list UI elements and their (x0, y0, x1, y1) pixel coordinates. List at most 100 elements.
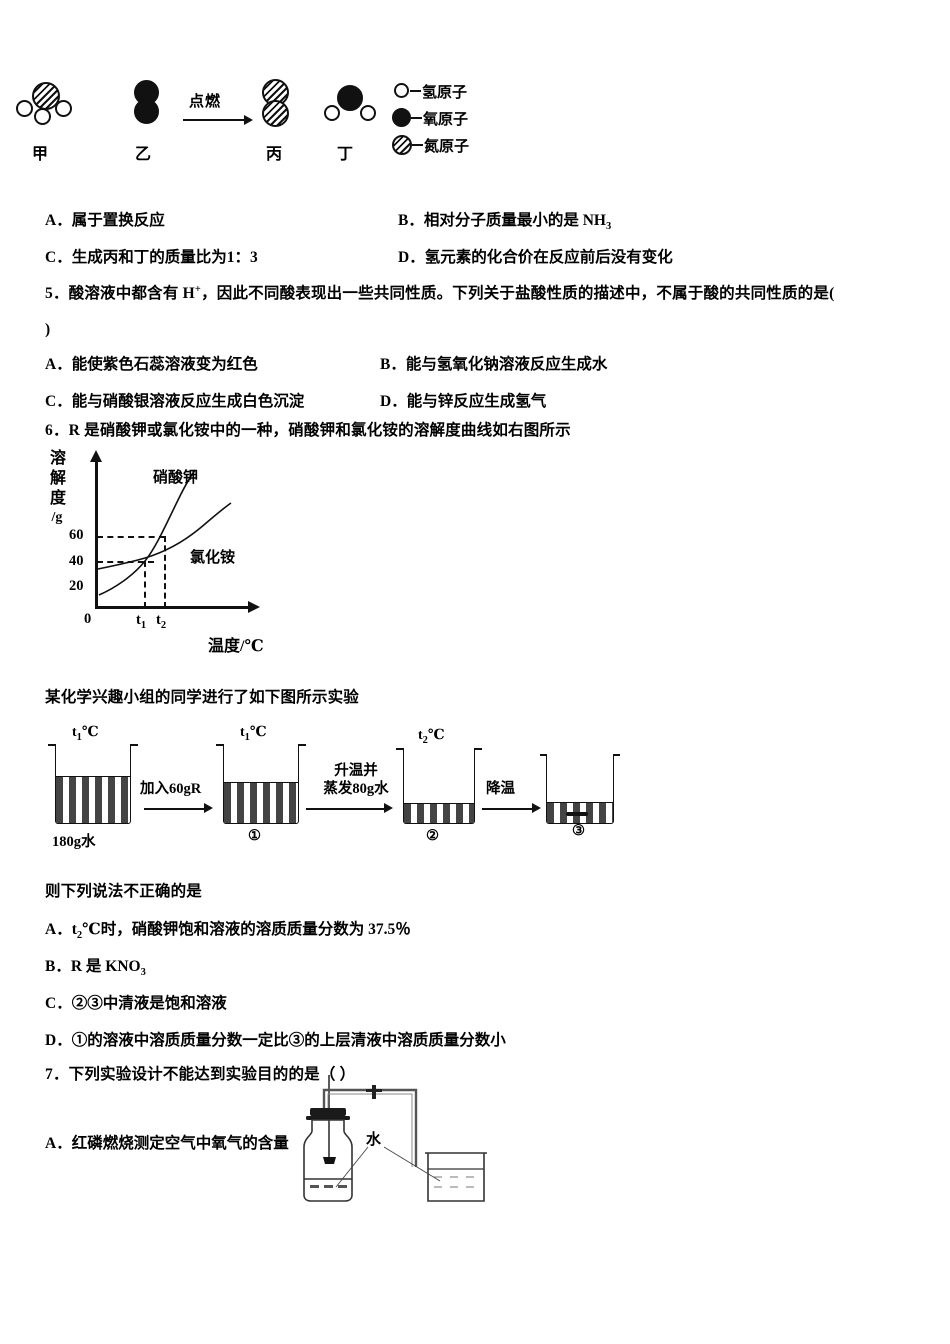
q5-stem-close: ) (45, 321, 51, 338)
bottle-water-dash (324, 1185, 333, 1188)
q5-stem-superscript: + (194, 284, 202, 295)
beaker-2-caption: ② (426, 828, 439, 844)
chart-ytick-60: 60 (69, 527, 84, 543)
q5-option-b-text: 能与氢氧化钠溶液反应生成水 (405, 356, 608, 373)
q6-experiment-intro: 某化学兴趣小组的同学进行了如下图所示实验 (45, 689, 360, 706)
beaker-3-caption: ③ (572, 823, 585, 839)
chart-curves (97, 469, 232, 596)
legend-dash (411, 117, 422, 119)
precipitate-solid (566, 812, 588, 816)
beaker-liquid (56, 776, 130, 823)
curve-ammonium-chloride (97, 502, 232, 570)
water-leader-right (383, 1146, 441, 1182)
beaker-liquid (224, 782, 298, 823)
q5-option-c-key: C． (45, 393, 72, 410)
curve-label-ammonium-chloride: 氯化铵 (190, 550, 236, 566)
q7-stem: 7．下列实验设计不能达到实验目的的是（ ） (45, 1063, 355, 1086)
chart-x-axis-arrow (248, 601, 260, 613)
q6-option-b: B．R 是 KNO3 (45, 954, 146, 978)
q6-option-c-key: C． (45, 995, 72, 1012)
legend-label-nitrogen: 氮原子 (424, 139, 470, 155)
q7-stem-text: 下列实验设计不能达到实验目的的是（ ） (68, 1066, 356, 1083)
beaker-start-caption: 180g水 (52, 834, 96, 850)
solubility-curve-chart: 溶 解 度 /g 60 40 20 0 硝酸钾 氯化铵 t1 t2 (48, 448, 348, 663)
temp-unit: ℃ (427, 728, 445, 743)
molecule-ding (320, 78, 390, 138)
step-arrow-head (532, 803, 541, 813)
combustion-spoon-bowl (323, 1157, 336, 1164)
water-label: 水 (366, 1132, 382, 1148)
q5-option-d-key: D． (380, 393, 407, 410)
q6-option-a: A．t2℃时，硝酸钾饱和溶液的溶质质量分数为 37.5％ (45, 917, 411, 941)
pinch-clamp-bar (366, 1089, 382, 1092)
q5-stem-pre: 酸溶液中都含有 H (68, 285, 195, 303)
q4-option-d-text: 氢元素的化合价在反应前后没有变化 (424, 249, 673, 266)
chart-y-axis-arrow (90, 450, 102, 462)
rubber-stopper (310, 1108, 346, 1116)
chart-guide-40 (97, 561, 154, 563)
oxygen-atom-icon (392, 108, 411, 127)
chart-origin-label: 0 (84, 611, 92, 627)
q4-option-b: B．相对分子质量最小的是 NH3 (398, 208, 611, 232)
beaker-2 (396, 748, 482, 826)
step-arrow-label-line2: 蒸发80g水 (323, 781, 389, 798)
chart-ytick-20: 20 (69, 578, 84, 594)
solubility-beaker-experiment: t1℃ 180g水 加入60gR t1℃ ① 升温并 蒸发80g水 (48, 722, 620, 852)
hydrogen-atom (16, 100, 33, 117)
chart-ytick-40: 40 (69, 553, 84, 569)
chart-ylabel-char: 溶 (49, 450, 66, 467)
hydrogen-atom (324, 105, 340, 121)
q4-option-a-text: 属于置换反应 (71, 212, 165, 229)
q6-option-d-pre: ①的溶液中溶质质量分数一定比③的上层清液中溶质质量分数小 (71, 1032, 506, 1049)
legend-dash (410, 90, 421, 92)
beaker-1 (216, 744, 306, 826)
apparatus-svg (303, 1075, 487, 1202)
q5-number: 5． (45, 285, 69, 303)
reaction-arrow-line (183, 119, 245, 121)
q6-option-a-pre: t (71, 921, 77, 938)
q7-option-a: A．红磷燃烧测定空气中氧气的含量 (45, 1131, 289, 1153)
curve-potassium-nitrate (98, 469, 196, 596)
step-arrow-label-add-r: 加入60gR (140, 781, 202, 797)
q6-option-d: D．①的溶液中溶质质量分数一定比③的上层清液中溶质质量分数小 (45, 1028, 506, 1050)
q5-option-c: C．能与硝酸银溶液反应生成白色沉淀 (45, 389, 304, 411)
q5-stem: 5．酸溶液中都含有 H+，因此不同酸表现出一些共同性质。下列关于盐酸性质的描述中… (45, 282, 925, 305)
chart-xtick-t1: t1 (136, 612, 146, 631)
q4-option-c-key: C． (45, 249, 72, 266)
bottle-water-dash (310, 1185, 319, 1188)
step-arrow-head (384, 803, 393, 813)
q6-option-b-key: B． (45, 958, 71, 975)
step-arrow-label-line1: 升温并 (334, 763, 378, 779)
temp-base: t (240, 725, 245, 740)
q6-option-c-pre: ②③中清液是饱和溶液 (71, 995, 227, 1012)
step-arrow-head (204, 803, 213, 813)
molecule-label-yi: 乙 (135, 146, 152, 163)
chart-xtick-t1-sub: 1 (140, 619, 147, 631)
temp-sub: 2 (422, 734, 428, 746)
molecule-label-ding: 丁 (337, 146, 354, 163)
q7-number: 7． (45, 1066, 69, 1083)
q4-option-a: A．属于置换反应 (45, 208, 165, 230)
q6-option-c: C．②③中清液是饱和溶液 (45, 991, 227, 1013)
step-arrow-line (482, 808, 534, 811)
beaker-water-hatch (434, 1176, 474, 1188)
chart-xtick-t2: t2 (156, 612, 166, 631)
q7-option-a-text: 红磷燃烧测定空气中氧气的含量 (71, 1135, 289, 1152)
beaker-start (48, 744, 138, 826)
q6-option-d-key: D． (45, 1032, 72, 1049)
q6-option-a-post: ℃时，硝酸钾饱和溶液的溶质质量分数为 37.5％ (82, 921, 411, 938)
beaker-3 (540, 754, 620, 826)
chart-xtick-t1-base: t (136, 612, 141, 628)
q4-option-d-key: D． (398, 249, 425, 266)
beaker-1-caption: ① (248, 828, 261, 844)
q6-number: 6． (45, 422, 69, 439)
hydrogen-atom-icon (394, 83, 409, 98)
water-leader-left (335, 1146, 369, 1188)
chart-guide-t2 (164, 536, 166, 608)
q6-prompt: 则下列说法不正确的是 (45, 883, 203, 900)
temp-base: t (418, 728, 423, 743)
chart-xtick-t2-sub: 2 (160, 619, 167, 631)
molecule-jia (10, 78, 90, 138)
q4-option-b-subscript: 3 (605, 221, 612, 233)
